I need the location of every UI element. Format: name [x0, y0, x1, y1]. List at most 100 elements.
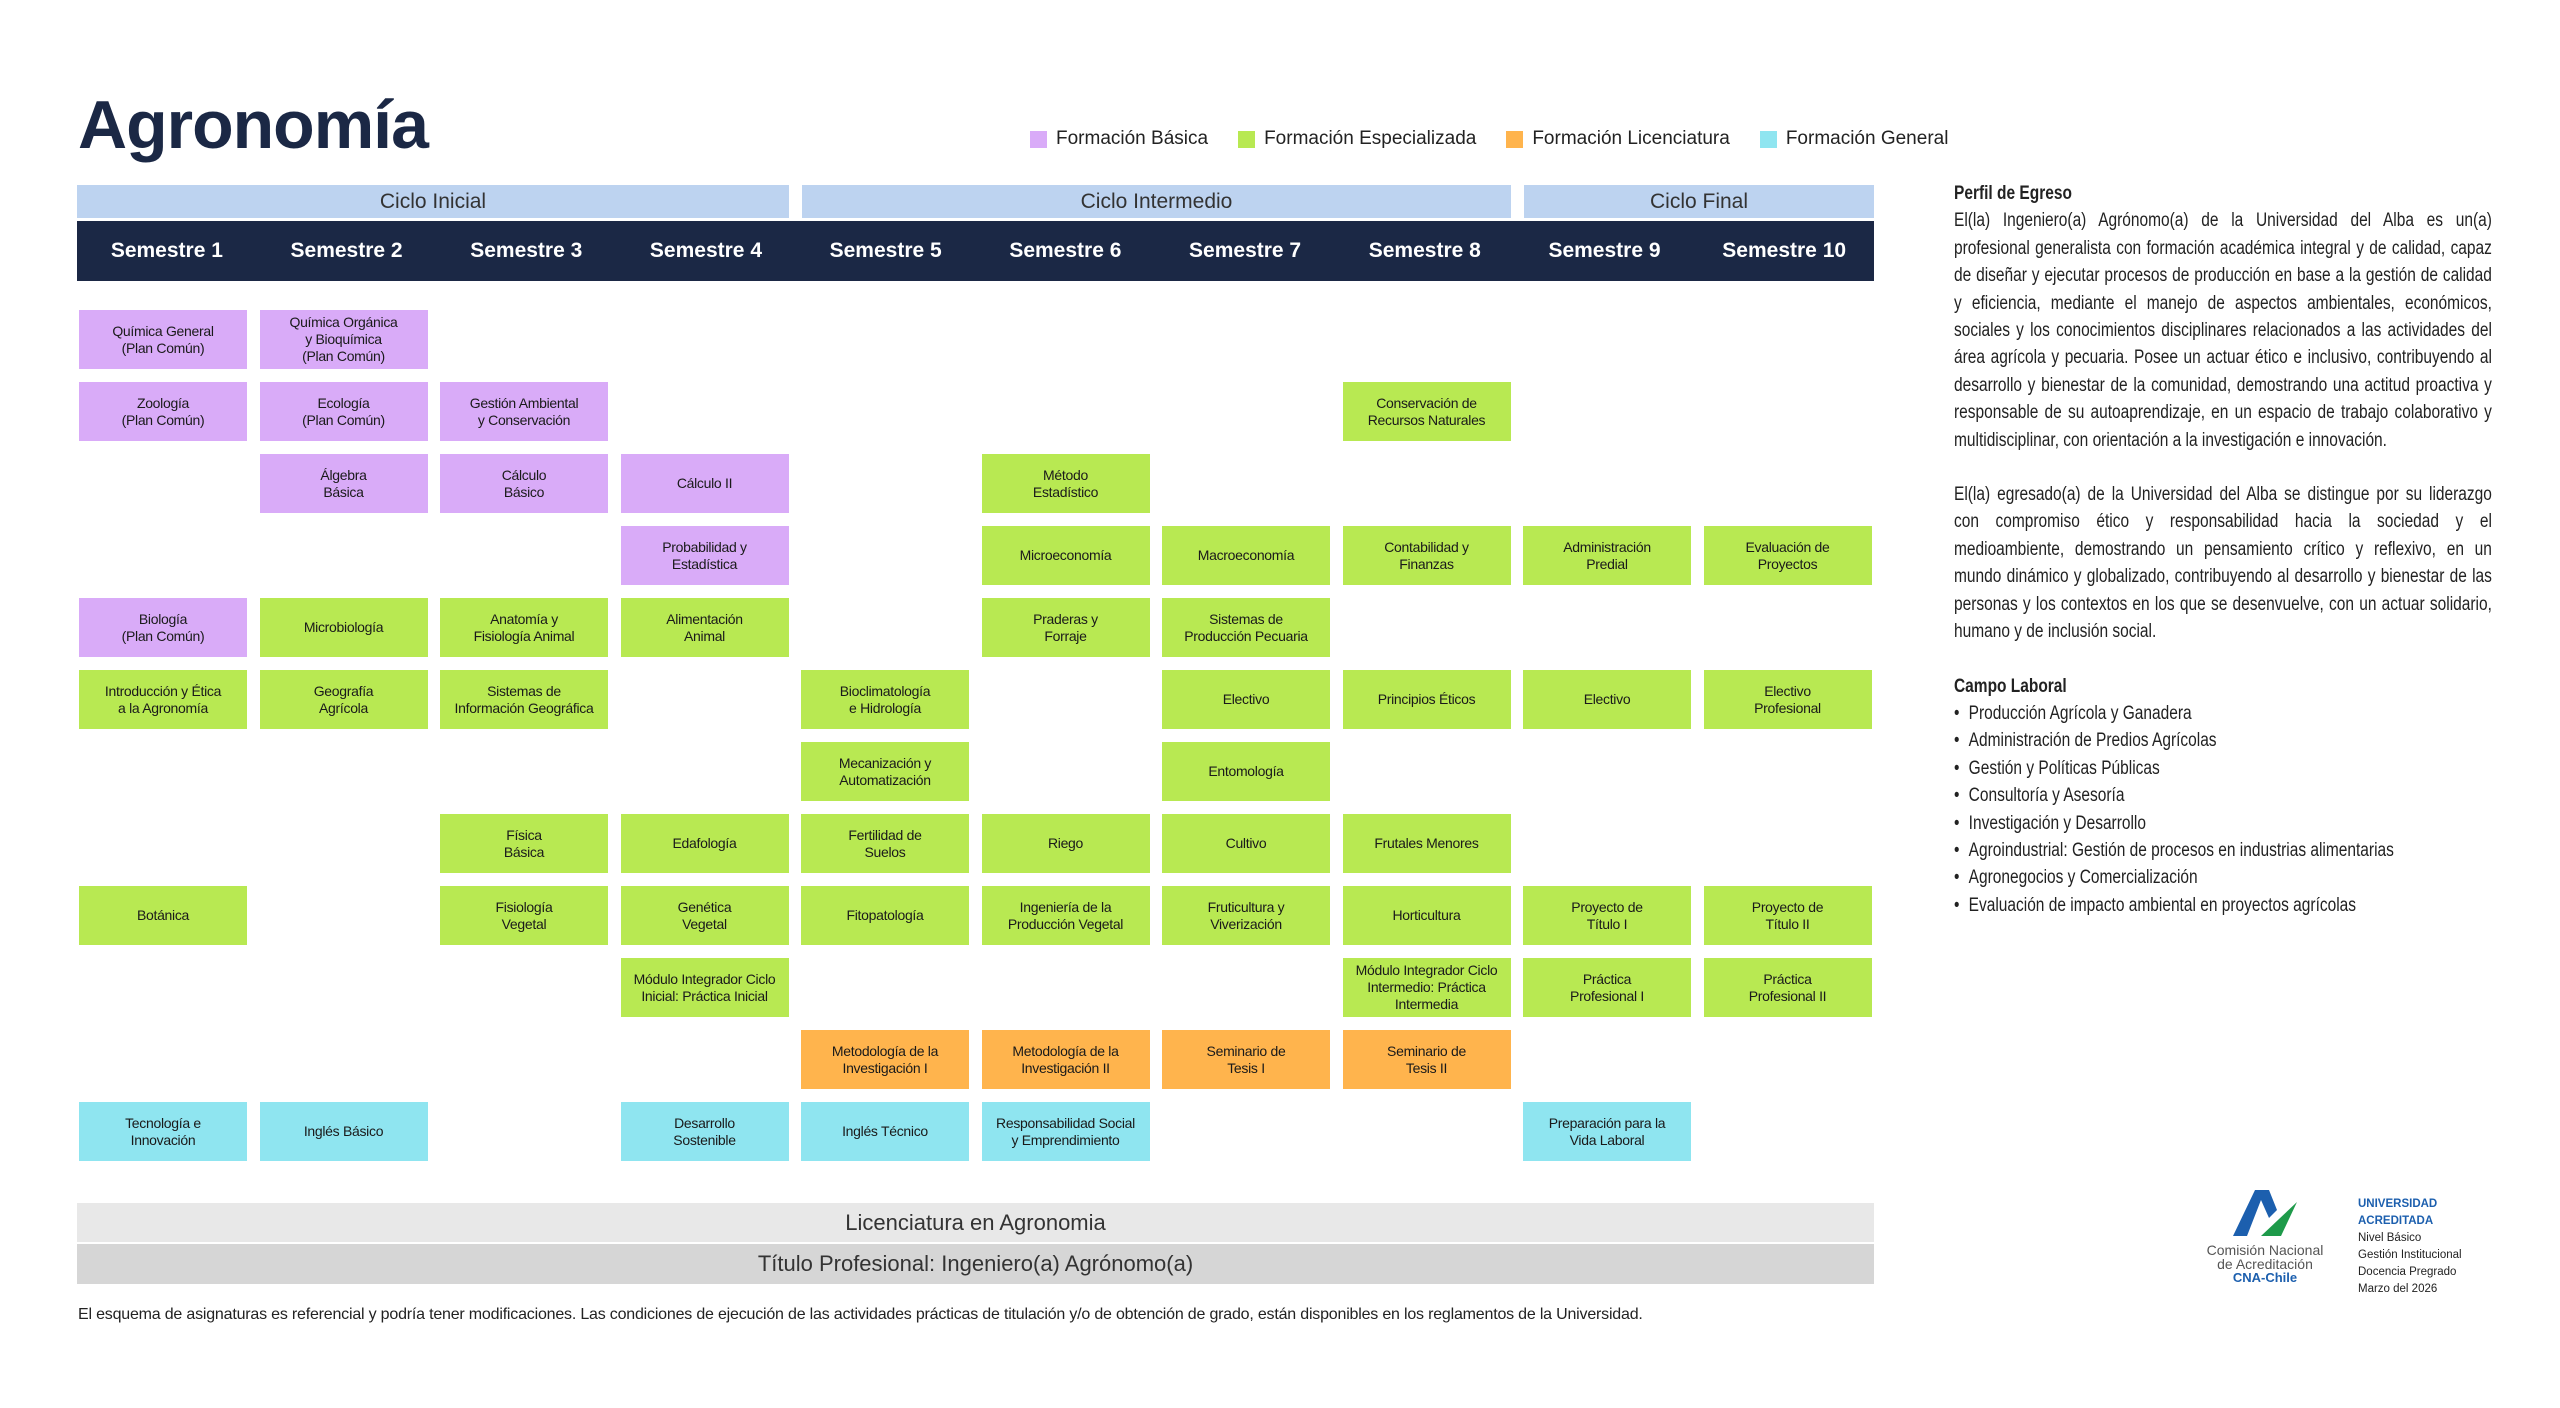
course-card: Alimentación Animal: [620, 598, 789, 657]
perfil-paragraph-2: El(la) egresado(a) de la Universidad del…: [1954, 484, 2492, 643]
course-card: Biología (Plan Común): [79, 598, 247, 657]
course-card: Evaluación de Proyectos: [1703, 526, 1872, 585]
course-card: Metodología de la Investigación II: [981, 1030, 1150, 1089]
cycle-final: Ciclo Final: [1524, 185, 1874, 218]
course-card: Macroeconomía: [1162, 526, 1330, 585]
accreditation-details: UNIVERSIDAD ACREDITADA Nivel Básico Gest…: [2358, 1196, 2500, 1298]
course-card: Principios Éticos: [1342, 670, 1511, 729]
accreditation-line: Nivel Básico: [2358, 1232, 2422, 1244]
legend-swatch: [1238, 130, 1256, 148]
course-card: Proyecto de Título I: [1523, 886, 1691, 945]
legend-label: Formación Licenciatura: [1532, 128, 1730, 149]
accreditation-logo: Comisión Nacional de Acreditación CNA-Ch…: [2200, 1188, 2500, 1295]
semester-5: Semestre 5: [829, 239, 942, 262]
list-item: Evaluación de impacto ambiental en proye…: [1954, 892, 2492, 920]
licenciatura-band: Licenciatura en Agronomia: [77, 1203, 1874, 1242]
legend-label: Formación Especializada: [1264, 128, 1477, 149]
legend-label: Formación General: [1785, 128, 1949, 149]
list-item: Gestión y Políticas Públicas: [1954, 755, 2492, 783]
course-card: Fruticultura y Viverización: [1162, 886, 1330, 945]
titulo-band: Título Profesional: Ingeniero(a) Agrónom…: [77, 1244, 1874, 1284]
legend-label: Formación Básica: [1056, 128, 1209, 149]
list-item: Consultoría y Asesoría: [1954, 782, 2492, 810]
course-card: Fitopatología: [801, 886, 969, 945]
course-card: Zoología (Plan Común): [79, 382, 247, 441]
list-item: Agroindustrial: Gestión de procesos en i…: [1954, 837, 2492, 865]
semester-6: Semestre 6: [1009, 239, 1122, 262]
accreditation-line: Marzo del 2026: [2358, 1283, 2438, 1295]
legend-swatch: [1506, 130, 1524, 148]
semester-8: Semestre 8: [1368, 239, 1481, 262]
course-card: Geografía Agrícola: [259, 670, 428, 729]
semester-3: Semestre 3: [470, 239, 583, 262]
course-card: Frutales Menores: [1342, 814, 1511, 873]
course-card: Módulo Integrador Ciclo Inicial: Práctic…: [620, 958, 789, 1017]
course-card: Cálculo II: [620, 454, 789, 513]
course-card: Microeconomía: [981, 526, 1150, 585]
course-card: Edafología: [620, 814, 789, 873]
course-card: Electivo: [1523, 670, 1691, 729]
course-card: Gestión Ambiental y Conservación: [440, 382, 608, 441]
course-card: Método Estadístico: [981, 454, 1150, 513]
campo-heading: Campo Laboral: [1954, 675, 2067, 697]
legend-item-general: Formación General: [1759, 128, 1949, 150]
accreditation-line: Gestión Institucional: [2358, 1249, 2462, 1261]
legend: Formación Básica Formación Especializada…: [1030, 128, 1948, 150]
course-card: Práctica Profesional I: [1523, 958, 1691, 1017]
perfil-heading: Perfil de Egreso: [1954, 183, 2072, 204]
semester-4: Semestre 4: [649, 239, 762, 262]
course-card: Ingeniería de la Producción Vegetal: [981, 886, 1150, 945]
course-card: Módulo Integrador Ciclo Intermedio: Prác…: [1342, 958, 1511, 1017]
course-card: Electivo Profesional: [1703, 670, 1872, 729]
course-card: Genética Vegetal: [620, 886, 789, 945]
page-title: Agronomía: [78, 87, 429, 163]
semester-9: Semestre 9: [1548, 239, 1661, 262]
cna-name-line2: de Acreditación: [2217, 1256, 2313, 1272]
course-card: Práctica Profesional II: [1703, 958, 1872, 1017]
course-card: Cultivo: [1162, 814, 1330, 873]
course-card: Ecología (Plan Común): [259, 382, 428, 441]
semester-header: Semestre 1 Semestre 2 Semestre 3 Semestr…: [77, 221, 1874, 281]
semester-1: Semestre 1: [110, 239, 223, 262]
cna-short: CNA-Chile: [2232, 1270, 2298, 1285]
course-card: Responsabilidad Social y Emprendimiento: [981, 1102, 1150, 1161]
profile-panel: Perfil de Egreso El(la) Ingeniero(a) Agr…: [1954, 180, 2492, 920]
legend-swatch: [1030, 130, 1047, 148]
course-card: Álgebra Básica: [259, 454, 428, 513]
course-card: Tecnología e Innovación: [79, 1102, 247, 1161]
legend-swatch: [1759, 130, 1777, 148]
list-item: Agronegocios y Comercialización: [1954, 864, 2492, 892]
course-card: Metodología de la Investigación I: [801, 1030, 969, 1089]
course-card: Probabilidad y Estadística: [620, 526, 789, 585]
footnote: El esquema de asignaturas es referencial…: [78, 1306, 1643, 1323]
course-card: Microbiología: [259, 598, 428, 657]
course-card: Introducción y Ética a la Agronomía: [79, 670, 247, 729]
course-card: Mecanización y Automatización: [801, 742, 969, 801]
course-card: Administración Predial: [1523, 526, 1691, 585]
accreditation-line: Docencia Pregrado: [2358, 1266, 2457, 1278]
course-card: Riego: [981, 814, 1150, 873]
course-card: Inglés Técnico: [801, 1102, 969, 1161]
course-card: Seminario de Tesis II: [1342, 1030, 1511, 1089]
course-card: Preparación para la Vida Laboral: [1523, 1102, 1691, 1161]
course-card: Conservación de Recursos Naturales: [1342, 382, 1511, 441]
list-item: Producción Agrícola y Ganadera: [1954, 700, 2492, 728]
course-card: Química Orgánica y Bioquímica (Plan Comú…: [259, 310, 428, 369]
course-card: Sistemas de Información Geográfica: [440, 670, 608, 729]
legend-item-especializada: Formación Especializada: [1238, 128, 1476, 150]
legend-item-licenciatura: Formación Licenciatura: [1506, 128, 1730, 150]
semester-2: Semestre 2: [290, 239, 403, 262]
course-card: Contabilidad y Finanzas: [1342, 526, 1511, 585]
course-card: Entomología: [1162, 742, 1330, 801]
semester-7: Semestre 7: [1189, 239, 1302, 262]
course-card: Proyecto de Título II: [1703, 886, 1872, 945]
accreditation-heading: UNIVERSIDAD ACREDITADA: [2358, 1198, 2438, 1227]
course-card: Desarrollo Sostenible: [620, 1102, 789, 1161]
list-item: Investigación y Desarrollo: [1954, 810, 2492, 838]
cycle-inicial: Ciclo Inicial: [77, 185, 789, 218]
course-card: Praderas y Forraje: [981, 598, 1150, 657]
course-card: Anatomía y Fisiología Animal: [440, 598, 608, 657]
course-card: Seminario de Tesis I: [1162, 1030, 1330, 1089]
semester-10: Semestre 10: [1722, 239, 1847, 262]
course-card: Sistemas de Producción Pecuaria: [1162, 598, 1330, 657]
